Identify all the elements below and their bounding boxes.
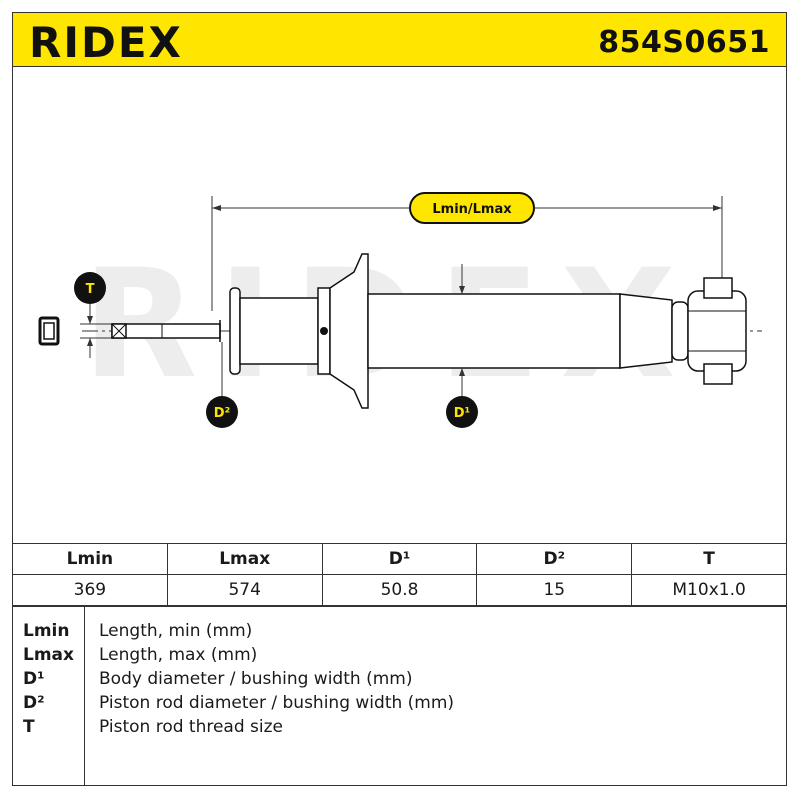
header-bar: RIDEX 854S0651 [12,12,787,67]
legend-desc: Piston rod thread size [99,717,284,737]
legend-panel: Lmin Length, min (mm) Lmax Length, max (… [12,606,787,786]
header-lmin: Lmin [12,543,168,575]
legend-key: T [23,717,35,737]
header-d2: D² [476,543,633,575]
value-lmax: 574 [166,574,323,606]
body-diameter-label: D¹ [454,406,471,421]
legend-item: T Piston rod thread size [13,717,773,741]
length-label: Lmin/Lmax [432,202,512,217]
body-tube [367,293,689,369]
spec-table: Lmin Lmax D¹ D² T 369 574 50.8 15 M10x1.… [12,543,787,606]
legend-desc: Body diameter / bushing width (mm) [99,669,413,689]
brand-text: RIDEX [29,18,183,65]
nut-icon [38,316,60,346]
ridex-logo: RIDEX [29,18,183,65]
legend-divider [84,607,85,785]
top-cap [229,287,331,375]
thread-label: T [86,282,95,297]
rod-diameter-label: D² [214,406,231,421]
value-t: M10x1.0 [631,574,787,606]
body-diameter-dimension: D¹ [446,264,478,428]
legend-item: Lmax Length, max (mm) [13,645,773,669]
legend-desc: Piston rod diameter / bushing width (mm) [99,693,455,713]
bottom-eye [687,277,747,385]
legend-key: Lmin [23,621,70,641]
legend-item: Lmin Length, min (mm) [13,621,773,645]
value-d2: 15 [476,574,633,606]
rod-diameter-dimension: D² [206,342,238,428]
value-lmin: 369 [12,574,168,606]
legend-desc: Length, min (mm) [99,621,253,641]
spec-table-header: Lmin Lmax D¹ D² T [12,543,787,575]
spring-seat [329,253,369,409]
legend-item: D¹ Body diameter / bushing width (mm) [13,669,773,693]
length-dimension: Lmin/Lmax [211,192,723,311]
piston-rod [111,320,221,342]
legend-item: D² Piston rod diameter / bushing width (… [13,693,773,717]
part-number: 854S0651 [598,25,770,60]
legend-key: D¹ [23,669,45,689]
thread-dimension: T [74,272,142,358]
legend-desc: Length, max (mm) [99,645,258,665]
header-lmax: Lmax [166,543,323,575]
legend-key: D² [23,693,45,713]
header-t: T [631,543,787,575]
spec-table-row: 369 574 50.8 15 M10x1.0 [12,574,787,606]
value-d1: 50.8 [321,574,478,606]
legend-key: Lmax [23,645,74,665]
header-d1: D¹ [321,543,478,575]
shock-absorber-diagram: RIDEX Lmin/Lmax T [38,192,762,428]
